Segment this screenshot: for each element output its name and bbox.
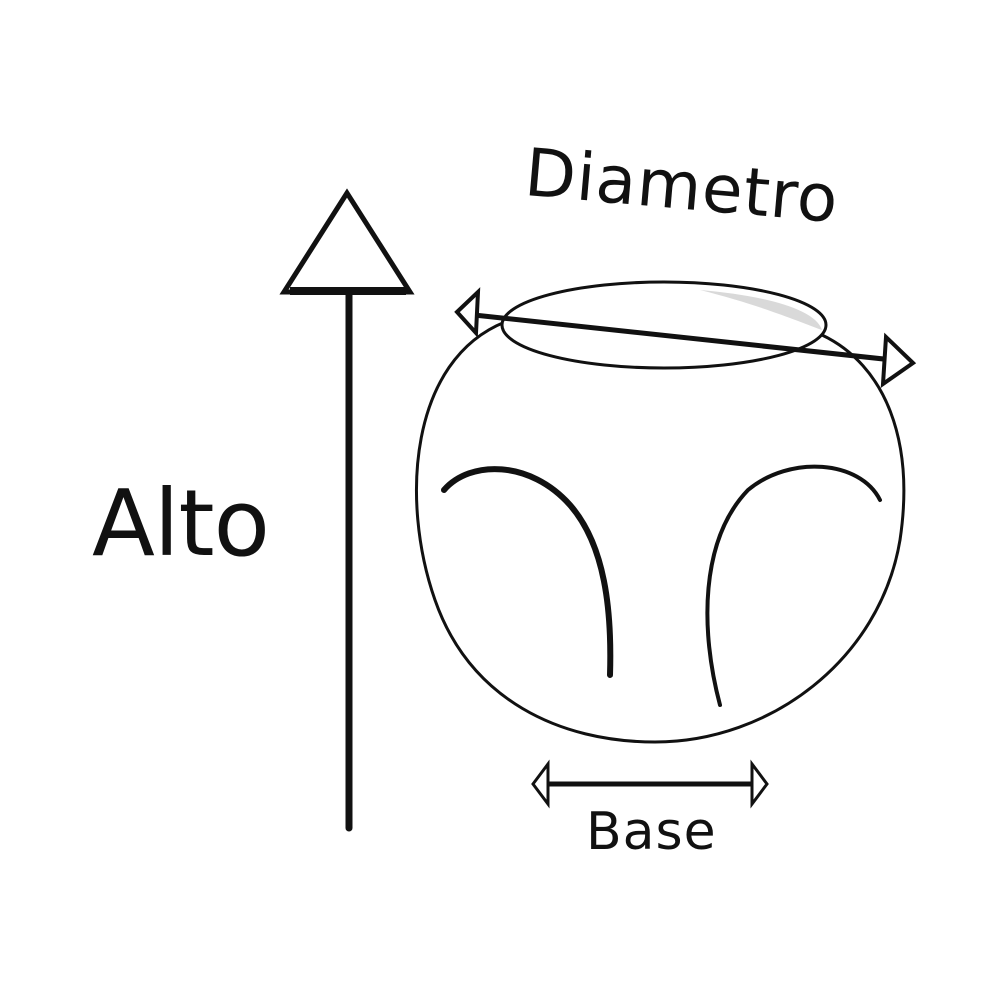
base-label: Base (586, 802, 717, 862)
pot-decor-right-curve (705, 464, 882, 707)
diameter-arrow (454, 287, 917, 389)
pot-decor-left-curve (441, 466, 614, 678)
base-arrow-left-head-icon (531, 759, 550, 809)
pot-outline (415, 320, 906, 744)
pot-rim-highlight (700, 290, 822, 330)
height-arrow (279, 188, 415, 832)
diameter-arrow-right-head-icon (880, 332, 917, 389)
base-arrow-right-head-icon (750, 759, 769, 809)
height-label: Alto (92, 470, 270, 577)
diameter-arrow-left-head-icon (454, 287, 481, 338)
height-arrow-head-icon (279, 188, 415, 295)
base-arrow (531, 759, 769, 809)
diameter-arrow-shaft (473, 312, 894, 363)
